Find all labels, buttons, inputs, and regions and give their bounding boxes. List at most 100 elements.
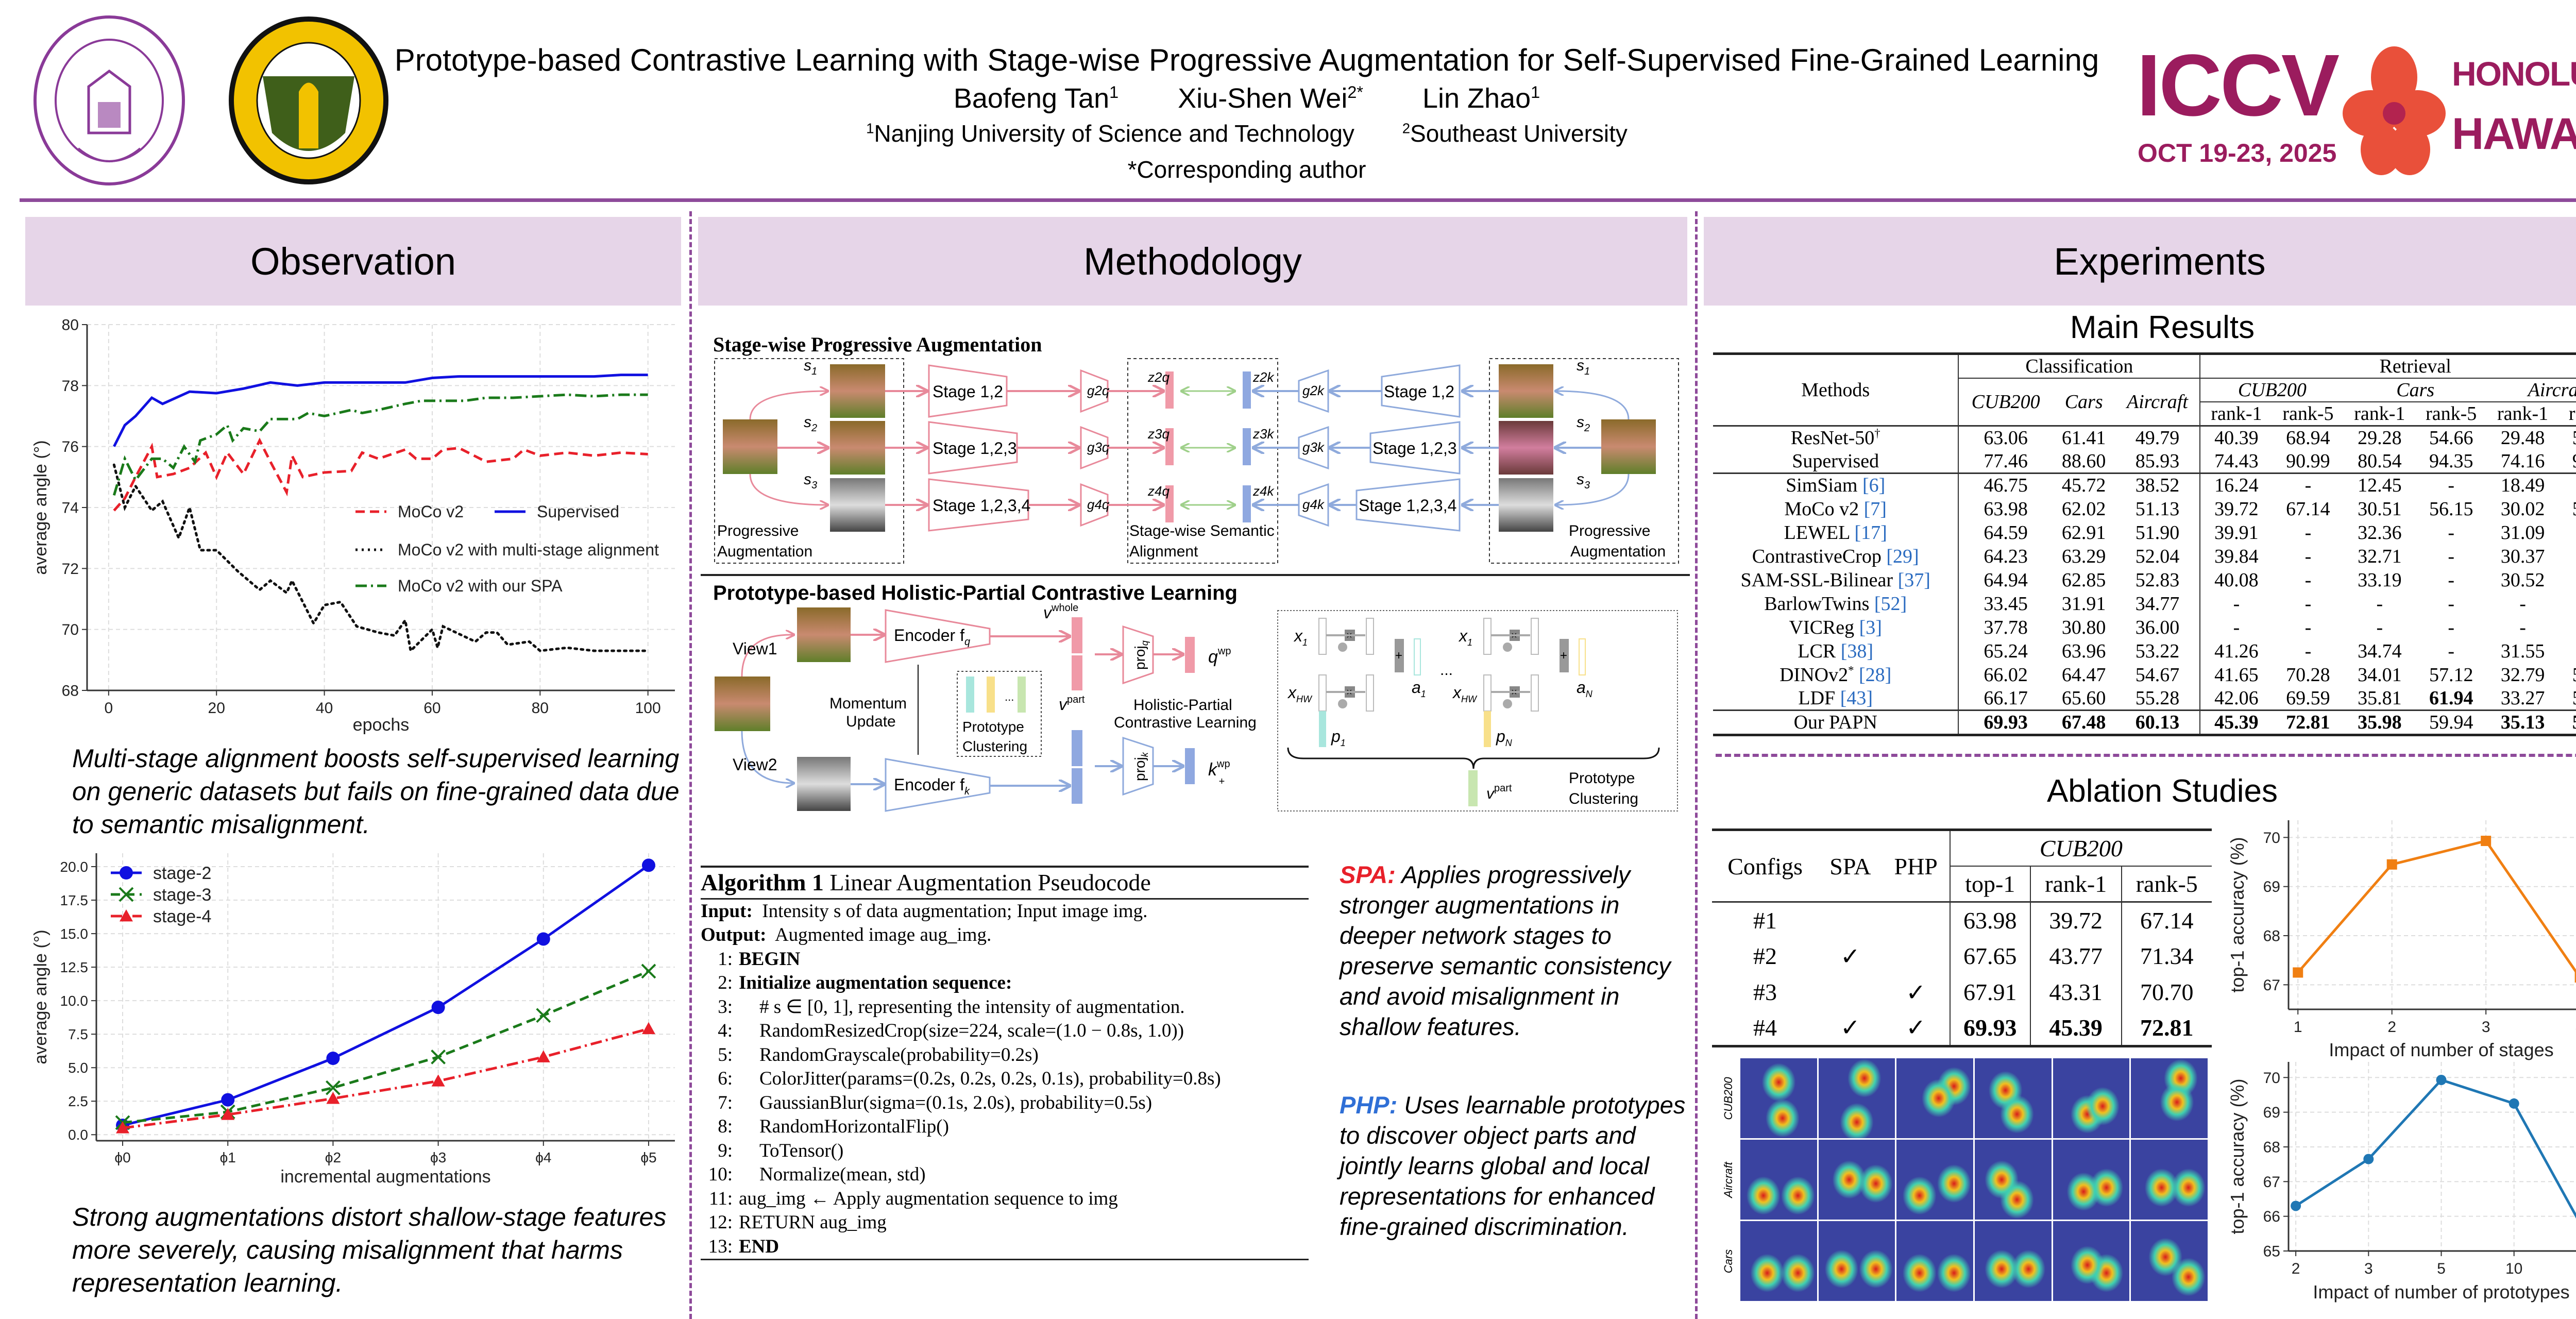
y-tick-label: 68 [62,683,79,700]
table-cell: 12.45 [2358,475,2402,497]
citation-link[interactable]: [3] [1859,616,1882,638]
feature-zk [1243,371,1251,409]
x-axis-label: incremental augmentations [280,1167,490,1187]
view1-label: View1 [733,639,777,658]
strength-label: s2 [1577,414,1590,434]
x-axis-label: Impact of number of prototypes [2313,1281,2569,1303]
table-cell: 36.00 [2115,615,2201,639]
table-cell: 53.22 [2115,639,2201,663]
y-tick-label: 65 [2263,1243,2280,1260]
table-cell: 45.39 [2214,712,2259,733]
table-cell: 33.45 [1984,593,2028,615]
k-wp-label: kwp+ [1208,758,1230,787]
table-cell: ✓ [1840,943,1860,970]
citation-link[interactable]: [17] [1854,521,1887,544]
prototype-label: pN [1496,727,1513,748]
prototype-clustering-box [957,671,1042,757]
table-cell: 31.91 [2061,593,2106,615]
feature-label: z4k [1252,483,1275,499]
data-point [641,1022,655,1035]
view2-label: View2 [733,755,777,774]
stage-label: Stage 1,2,3 [1372,439,1457,458]
heatmap-image [2131,1058,2208,1138]
augmented-image [830,478,885,532]
table-cell: 72.81 [2286,712,2330,733]
citation-link[interactable]: [28] [1858,664,1892,686]
table-cell: 88.60 [2061,450,2106,472]
method-name: ResNet-50† [1713,426,1959,450]
add-icon [1395,639,1404,672]
projector-k [1298,483,1329,527]
token-column [1531,674,1539,712]
table-cell: 74.16 [2500,450,2545,472]
table-cell: 32.71 [2358,545,2402,567]
heatmap-image [1975,1058,2052,1138]
line-text: aug_img ← Apply augmentation sequence to… [739,1188,1118,1209]
table-cell: 18.49 [2500,475,2545,497]
table-cell: - [2558,474,2576,497]
line-number: 9: [718,1140,733,1161]
prototype-vector [1484,711,1491,747]
table-cell: - [2304,640,2312,662]
citation-link[interactable]: [29] [1886,545,1919,567]
method-name: LDF [43] [1713,686,1959,711]
stage-label: Stage 1,2,3,4 [933,496,1030,515]
y-tick-label: 68 [2263,1139,2280,1156]
y-tick-label: 67 [2263,1174,2280,1191]
stage-label: Stage 1,2 [933,382,1003,401]
citation-link[interactable]: [38] [1840,640,1874,662]
table-cell: 51.39 [2558,426,2576,450]
y-tick-label: 12.5 [60,959,89,975]
x-tick-label: ϕ4 [535,1149,551,1165]
citation-link[interactable]: [37] [1897,569,1930,591]
citation-link[interactable]: [6] [1862,475,1886,497]
y-tick-label: 80 [62,317,79,334]
series-line-0 [2297,839,2576,974]
arrow [1556,391,1630,420]
table-cell: 40.39 [2214,427,2259,449]
table-cell: 30.80 [2061,616,2106,638]
v-whole-label: vwhole [1043,602,1078,622]
table-cell: 70.28 [2286,664,2330,686]
data-point [536,1008,551,1023]
y-tick-label: 66 [2263,1208,2280,1225]
heatmap-row-label: Aircraft [1722,1161,1735,1198]
progressive-augmentation-box-right [1489,358,1679,564]
line-text: RandomGrayscale(probability=0.2s) [759,1044,1039,1066]
data-point [120,909,133,922]
data-point [118,887,134,902]
table-cell: - [2376,593,2383,615]
citation-link[interactable]: [7] [1863,498,1887,520]
line-number: 6: [718,1068,733,1089]
table-cell: 69.59 [2286,687,2330,709]
table-cell: 67.91 [1950,974,2031,1010]
strength-label: s3 [804,471,817,491]
line-text: END [739,1236,779,1257]
heatmap-image [2053,1058,2130,1138]
y-tick-label: 10.0 [60,993,89,1009]
algorithm-line: 9:ToTensor() [701,1139,1309,1163]
data-point [536,1050,550,1062]
table-cell: 35.81 [2358,687,2402,709]
citation-link[interactable]: [43] [1840,687,1873,709]
table-cell: 54.67 [2115,663,2201,687]
table-cell: - [2519,616,2526,638]
prototype-clustering-label: Prototype [1569,770,1635,787]
x-tick-label: 40 [316,700,333,717]
table-cell: 72.81 [2140,1014,2194,1041]
table-cell: #2 [1753,943,1777,969]
prototype-clustering-label: Clustering [1569,790,1638,807]
y-tick-label: 67 [2263,977,2280,994]
x-tick-label: 60 [423,700,440,717]
projector-label: g3k [1302,439,1325,455]
table-cell: 39.72 [2214,498,2259,520]
feature-zq [1165,428,1174,465]
token-label: x1 [1458,627,1472,648]
stages-ablation-chart: 123467686970Impact of number of stagesto… [2227,820,2576,1060]
citation-link[interactable]: [52] [1874,593,1907,615]
algorithm-line: 2:Initialize augmentation sequence: [701,971,1309,995]
strength-label: s1 [804,357,817,377]
line-text: ColorJitter(params=(0.2s, 0.2s, 0.2s, 0.… [759,1068,1221,1089]
